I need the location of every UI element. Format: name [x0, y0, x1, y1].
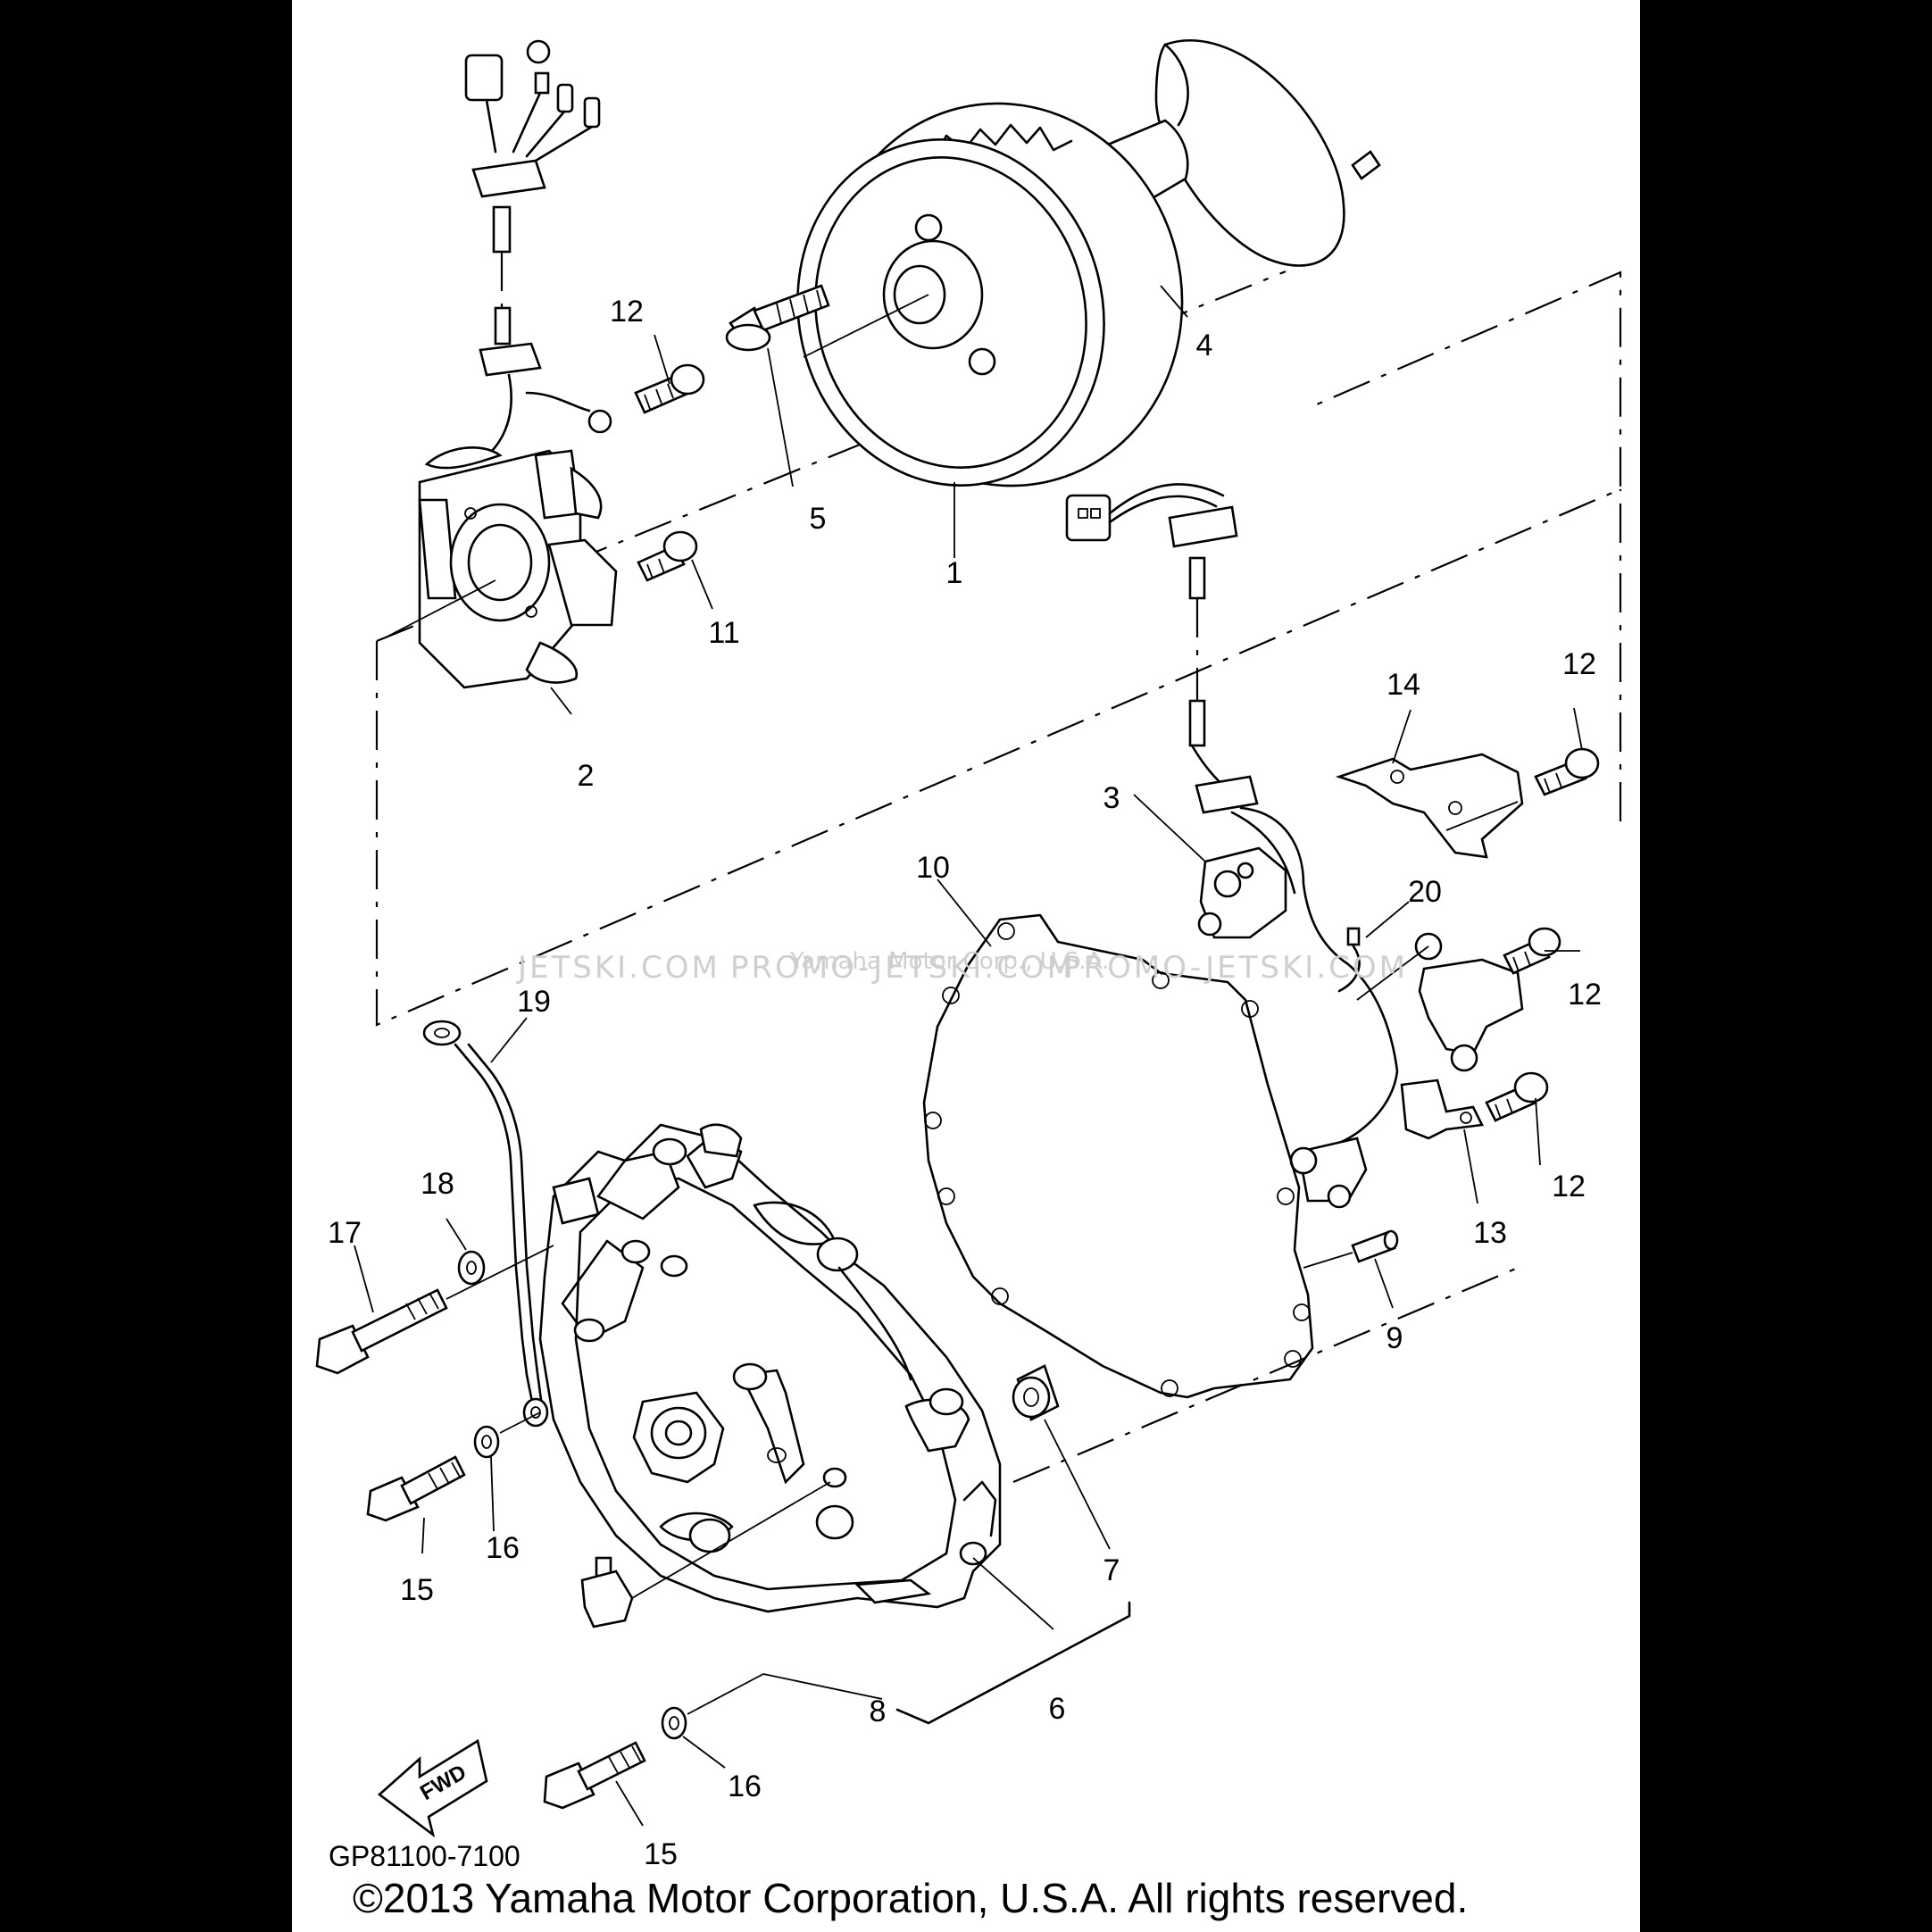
watermark-right: PROMO-JETSKI.COM: [1062, 950, 1408, 986]
washer-bottom-part: [661, 1673, 764, 1740]
callout-6: 6: [1049, 1692, 1066, 1726]
generator-cover-part: [538, 1123, 1002, 1613]
callout-2: 2: [578, 759, 595, 793]
callout-19: 19: [517, 985, 551, 1019]
callout-4: 4: [1196, 329, 1213, 362]
watermark-left: JETSKI.COM: [516, 950, 720, 986]
clamp-part: [1400, 1078, 1484, 1140]
callout-14: 14: [1387, 668, 1420, 702]
callout-8: 8: [870, 1695, 887, 1728]
callout-1: 1: [946, 556, 963, 590]
callout-16-left: 16: [486, 1531, 520, 1565]
collar-part: [1012, 1364, 1060, 1421]
callout-15-left: 15: [400, 1573, 434, 1607]
callout-7: 7: [1103, 1553, 1120, 1587]
washer-left-part: [473, 1412, 541, 1459]
callout-9: 9: [1387, 1321, 1403, 1355]
leader-lines: [354, 285, 1583, 1827]
sensor-screw-lower-part: [1485, 1071, 1549, 1122]
cover-bolt-left-part: [366, 1455, 466, 1522]
callout-12-stator: 12: [610, 295, 644, 329]
callout-5: 5: [810, 502, 827, 536]
sensor-screw-upper-part: [1503, 927, 1561, 975]
callout-18: 18: [421, 1167, 454, 1201]
callouts: 1 2 3 4 5 6 7 8 9 10 11 12 12 12 12 13 1…: [328, 295, 1602, 1871]
gasket-part: [922, 913, 1314, 1399]
long-bolt-part: [315, 1245, 554, 1375]
cover-bolt-bottom-part: [543, 1741, 646, 1810]
wire-lead-part: [1337, 927, 1361, 993]
stator-assembly-part: [383, 39, 618, 689]
dowel-pin-part: [1303, 1229, 1399, 1269]
flywheel-rotor-part: [796, 102, 1184, 487]
stator-screw-part: [634, 363, 705, 414]
watermark-mid: PROMO-JETSKI.COM: [730, 950, 1076, 986]
cover-plate-part: [1335, 753, 1524, 859]
sensor-assembly-part: [1289, 932, 1524, 1209]
callout-3: 3: [1103, 781, 1120, 815]
pickup-coil-part: [1065, 483, 1399, 1145]
callout-10: 10: [916, 851, 950, 885]
bracket-line-8: [895, 1601, 1131, 1725]
callout-17: 17: [328, 1216, 362, 1250]
watermark-center: Yamaha Motor Corp., U.S.A.: [789, 948, 1109, 975]
callout-20: 20: [1408, 875, 1442, 909]
fwd-arrow-icon: FWD: [377, 1738, 488, 1838]
flywheel-bolt-part: [725, 284, 830, 352]
callout-15-bottom: 15: [644, 1837, 678, 1871]
callout-12-sensor-upper: 12: [1568, 978, 1602, 1012]
check-bolt-part: [580, 1481, 831, 1628]
callout-12-cover-plate: 12: [1562, 647, 1596, 681]
callout-12-sensor-lower: 12: [1552, 1170, 1586, 1203]
copyright-notice: ©2013 Yamaha Motor Corporation, U.S.A. A…: [353, 1875, 1468, 1921]
stator-bolt-part: [637, 530, 698, 582]
watermark: JETSKI.COM PROMO-JETSKI.COM Yamaha Motor…: [516, 948, 1408, 986]
callout-11: 11: [708, 616, 739, 650]
callout-13: 13: [1473, 1216, 1507, 1250]
diagram-code: GP81100-7100: [329, 1840, 520, 1872]
washer-part: [457, 1250, 486, 1286]
callout-16-bottom: 16: [728, 1770, 762, 1803]
ground-lead-part: [422, 1020, 549, 1428]
